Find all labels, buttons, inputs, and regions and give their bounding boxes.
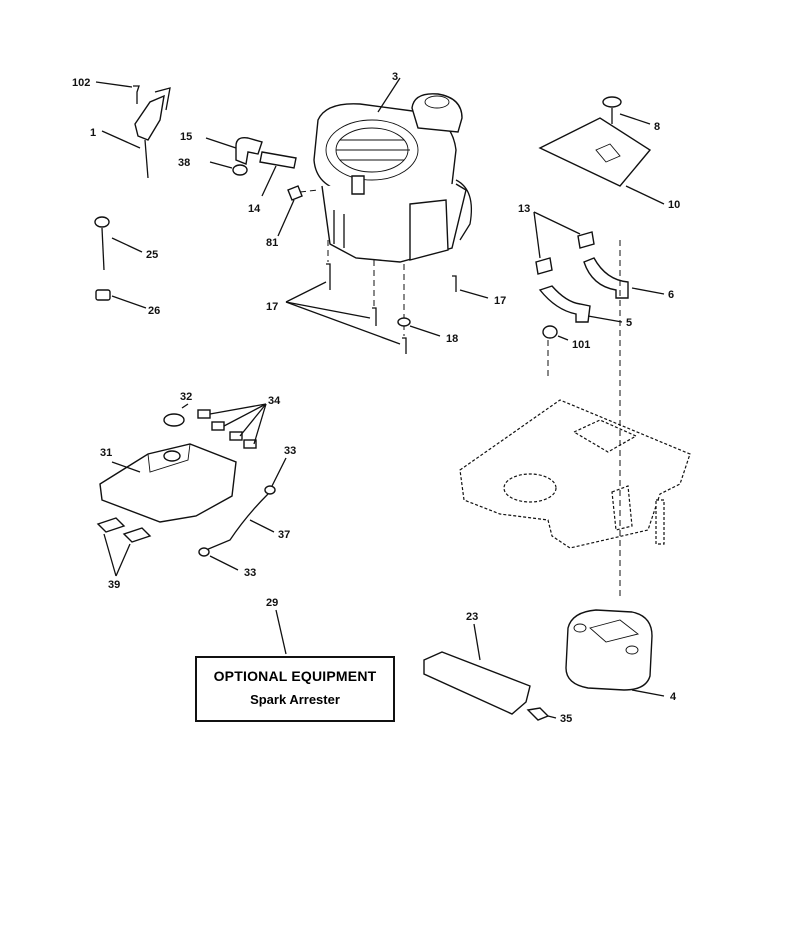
part-32-cap bbox=[163, 403, 189, 427]
callout-34: 34 bbox=[268, 395, 281, 407]
part-23-shield bbox=[423, 623, 531, 715]
part-38-nut bbox=[209, 161, 248, 176]
optional-equipment-title: OPTIONAL EQUIPMENT bbox=[213, 668, 377, 684]
tractor-frame bbox=[459, 240, 691, 600]
callout-8: 8 bbox=[654, 121, 660, 133]
part-101-nut bbox=[542, 325, 569, 341]
part-15-elbow-fitting bbox=[205, 136, 263, 165]
part-31-block bbox=[99, 443, 237, 523]
callout-1: 1 bbox=[90, 127, 96, 139]
part-33-grommet-bottom bbox=[198, 547, 239, 571]
callout-101: 101 bbox=[572, 339, 590, 351]
callout-4: 4 bbox=[670, 691, 677, 703]
optional-equipment-subtitle: Spark Arrester bbox=[250, 692, 340, 707]
callout-17-left: 17 bbox=[266, 301, 278, 313]
part-37-tube bbox=[205, 493, 275, 551]
callout-15: 15 bbox=[180, 131, 192, 143]
part-5-exhaust-pipe bbox=[538, 285, 623, 323]
part-35-screw bbox=[526, 707, 557, 721]
part-1-throttle-control bbox=[101, 87, 171, 179]
part-8-screw bbox=[602, 96, 651, 125]
part-10-heat-shield bbox=[538, 117, 665, 205]
part-6-exhaust-pipe bbox=[583, 257, 665, 299]
optional-equipment-box: OPTIONAL EQUIPMENT Spark Arrester bbox=[195, 656, 395, 722]
part-33-grommet-top bbox=[264, 457, 287, 495]
part-29-leader bbox=[275, 609, 287, 655]
callout-32: 32 bbox=[180, 391, 192, 403]
callout-26: 26 bbox=[148, 305, 160, 317]
callout-29: 29 bbox=[266, 597, 278, 609]
part-13-gaskets bbox=[533, 211, 595, 275]
callout-33-bottom: 33 bbox=[244, 567, 256, 579]
part-25-pin bbox=[94, 216, 143, 271]
part-4-muffler bbox=[565, 609, 665, 697]
part-3-engine bbox=[313, 77, 473, 263]
callout-13: 13 bbox=[518, 203, 530, 215]
callout-14: 14 bbox=[248, 203, 261, 215]
callout-35: 35 bbox=[560, 713, 572, 725]
callout-37: 37 bbox=[278, 529, 290, 541]
part-102-screw bbox=[95, 81, 140, 104]
callout-5: 5 bbox=[626, 317, 632, 329]
callout-81: 81 bbox=[266, 237, 278, 249]
callout-33-top: 33 bbox=[284, 445, 296, 457]
part-81-fitting bbox=[277, 185, 319, 237]
callout-102: 102 bbox=[72, 77, 90, 89]
callout-17-right: 17 bbox=[494, 295, 506, 307]
callout-18: 18 bbox=[446, 333, 458, 345]
callout-3: 3 bbox=[392, 71, 398, 83]
callout-31: 31 bbox=[100, 447, 112, 459]
callout-38: 38 bbox=[178, 157, 190, 169]
callout-23: 23 bbox=[466, 611, 478, 623]
part-18-washer bbox=[397, 317, 441, 337]
callout-6: 6 bbox=[668, 289, 674, 301]
part-34-pads bbox=[197, 403, 267, 449]
part-39-pads bbox=[96, 517, 152, 577]
callout-10: 10 bbox=[668, 199, 680, 211]
part-26-nut bbox=[95, 289, 147, 309]
part-14-tube bbox=[259, 151, 297, 197]
callout-25: 25 bbox=[146, 249, 158, 261]
callout-39: 39 bbox=[108, 579, 120, 591]
